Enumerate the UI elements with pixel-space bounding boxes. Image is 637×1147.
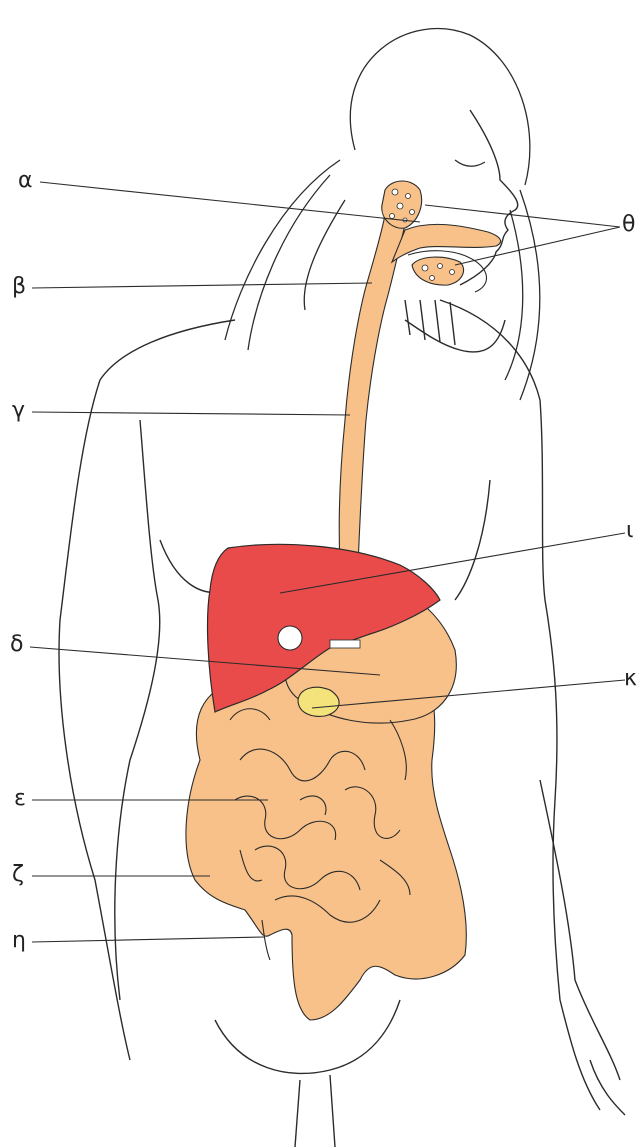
leader-eta xyxy=(32,937,265,942)
label-beta: β xyxy=(12,276,26,298)
gallbladder-opening xyxy=(278,626,302,650)
leader-alpha xyxy=(40,182,420,222)
label-alpha: α xyxy=(18,170,33,192)
leader-gamma xyxy=(32,412,350,415)
label-epsilon: ε xyxy=(14,788,26,810)
oral-cavity xyxy=(392,224,501,262)
salivary-gland-submandibular xyxy=(412,257,464,285)
label-iota: ι xyxy=(626,520,633,542)
face-profile xyxy=(460,110,518,285)
label-eta: η xyxy=(12,930,26,952)
label-delta: δ xyxy=(10,634,23,656)
label-gamma: γ xyxy=(12,400,25,422)
esophagus xyxy=(339,215,405,565)
hepatic-duct-gap xyxy=(330,640,360,648)
leader-theta-upper xyxy=(425,205,620,227)
label-zeta: ζ xyxy=(12,864,24,886)
closed-eye xyxy=(455,160,485,166)
leader-beta xyxy=(32,283,372,288)
pancreas xyxy=(298,687,339,716)
large-intestine xyxy=(186,666,466,1020)
label-kappa: κ xyxy=(624,668,637,690)
label-theta: θ xyxy=(622,214,635,236)
